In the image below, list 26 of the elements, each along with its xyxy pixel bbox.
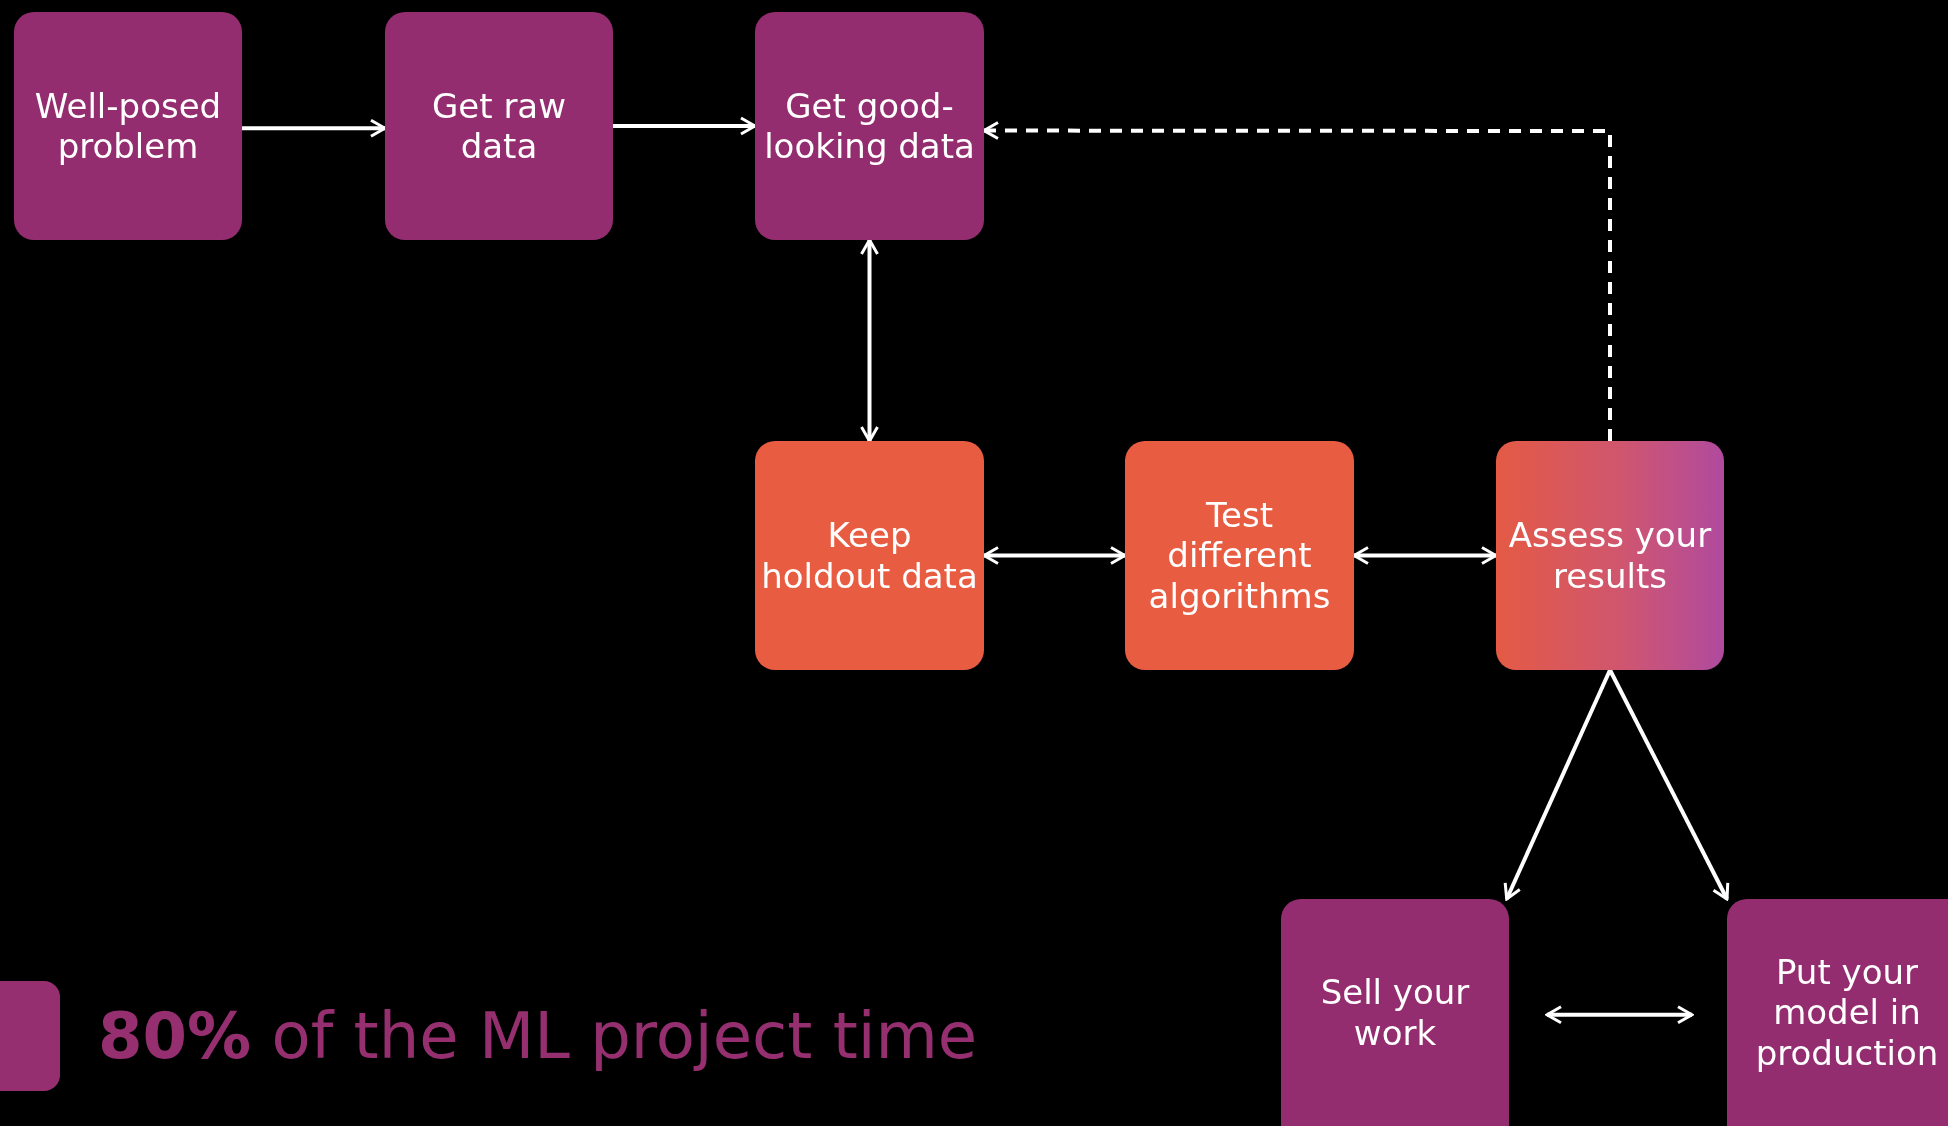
dashed-arrow [982,121,1612,441]
box-label: Assess your results [1507,515,1713,596]
legend-text: 80% of the ML project time [98,999,978,1073]
arrow [613,116,757,136]
process-box [1496,441,1724,670]
process-box [14,12,242,240]
box-label: Keep holdout data [761,515,978,596]
arrow [1503,669,1612,901]
box-label: Get raw data [431,85,567,167]
process-box [1125,441,1354,670]
arrow [1608,669,1730,901]
arrow [1545,1005,1694,1025]
box-label: Put your model in production [1754,952,1940,1073]
box-label: Test different algorithms [1147,495,1332,616]
process-box [1281,899,1509,1126]
process-box [755,441,984,670]
arrow [1352,546,1498,565]
box-label: Sell your work [1319,972,1471,1053]
arrow [242,118,387,138]
box-label: Well-posed problem [33,85,223,167]
arrow [860,238,879,443]
arrow [982,546,1127,565]
process-box [755,12,984,240]
box-label: Get good-looking data [763,85,976,167]
process-box [385,12,613,240]
process-box [1727,899,1948,1126]
